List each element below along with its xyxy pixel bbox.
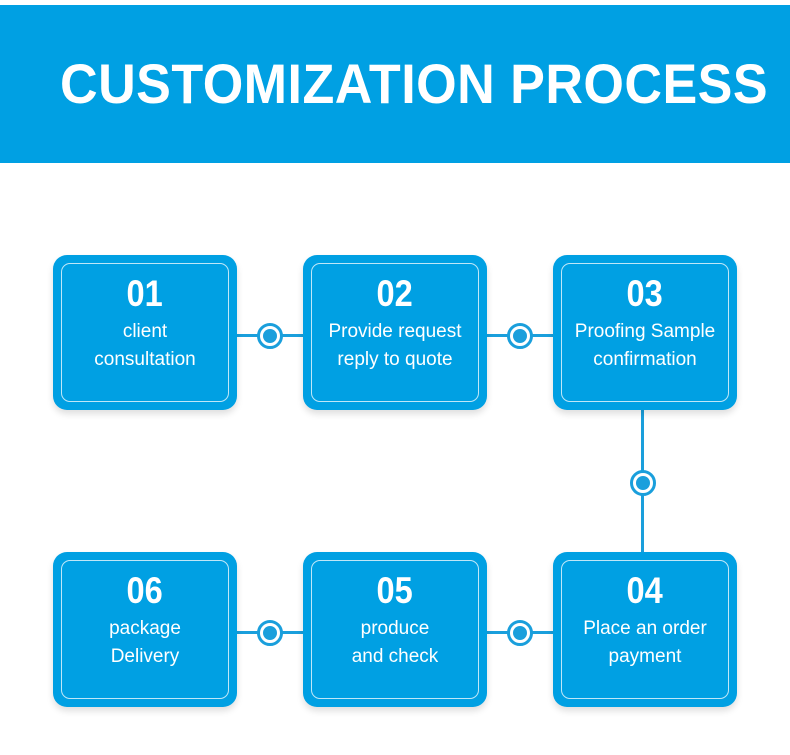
step-number-01: 01	[126, 273, 164, 314]
step-number-05: 05	[376, 570, 414, 611]
step-label-03-line2: confirmation	[593, 348, 697, 370]
process-flow-diagram: 01 client consultation 02 Provide reques…	[0, 163, 790, 755]
step-card-03-inner: 03 Proofing Sample confirmation	[561, 263, 729, 402]
step-label-01: client consultation	[90, 318, 199, 373]
step-card-05-inner: 05 produce and check	[311, 560, 479, 699]
step-label-06-line2: Delivery	[110, 645, 180, 667]
connector-node-dot	[636, 476, 650, 490]
step-label-02: Provide request reply to quote	[324, 318, 465, 373]
connector-node-05-06	[257, 620, 283, 646]
step-number-02: 02	[376, 273, 414, 314]
step-label-02-line1: Provide request	[328, 321, 462, 342]
step-card-02[interactable]: 02 Provide request reply to quote	[303, 255, 487, 410]
step-label-04-line1: Place an order	[583, 618, 707, 639]
step-card-02-inner: 02 Provide request reply to quote	[311, 263, 479, 402]
step-card-01-inner: 01 client consultation	[61, 263, 229, 402]
step-card-06[interactable]: 06 package Delivery	[53, 552, 237, 707]
connector-node-02-03	[507, 323, 533, 349]
step-label-01-line1: client	[122, 321, 168, 342]
step-card-03[interactable]: 03 Proofing Sample confirmation	[553, 255, 737, 410]
header-banner: CUSTOMIZATION PROCESS	[0, 5, 790, 163]
connector-node-03-04	[630, 470, 656, 496]
step-card-04-inner: 04 Place an order payment	[561, 560, 729, 699]
step-number-04: 04	[626, 570, 664, 611]
step-label-05-line1: produce	[360, 618, 430, 639]
step-label-04: Place an order payment	[579, 615, 711, 670]
step-label-03: Proofing Sample confirmation	[571, 318, 719, 373]
connector-node-dot	[263, 626, 277, 640]
step-card-05[interactable]: 05 produce and check	[303, 552, 487, 707]
connector-node-dot	[513, 626, 527, 640]
step-number-06: 06	[126, 570, 164, 611]
connector-node-04-05	[507, 620, 533, 646]
step-card-01[interactable]: 01 client consultation	[53, 255, 237, 410]
step-label-02-line2: reply to quote	[337, 348, 453, 370]
connector-node-dot	[263, 329, 277, 343]
step-label-06-line1: package	[109, 618, 181, 639]
step-label-05: produce and check	[348, 615, 443, 670]
step-card-06-inner: 06 package Delivery	[61, 560, 229, 699]
step-label-04-line2: payment	[608, 645, 682, 667]
step-card-04[interactable]: 04 Place an order payment	[553, 552, 737, 707]
step-number-03: 03	[626, 273, 664, 314]
connector-node-01-02	[257, 323, 283, 349]
step-label-05-line2: and check	[351, 645, 439, 667]
step-label-06: package Delivery	[105, 615, 185, 670]
step-label-03-line1: Proofing Sample	[574, 321, 716, 342]
page-title: CUSTOMIZATION PROCESS	[60, 52, 769, 115]
step-label-01-line2: consultation	[94, 348, 196, 370]
connector-node-dot	[513, 329, 527, 343]
